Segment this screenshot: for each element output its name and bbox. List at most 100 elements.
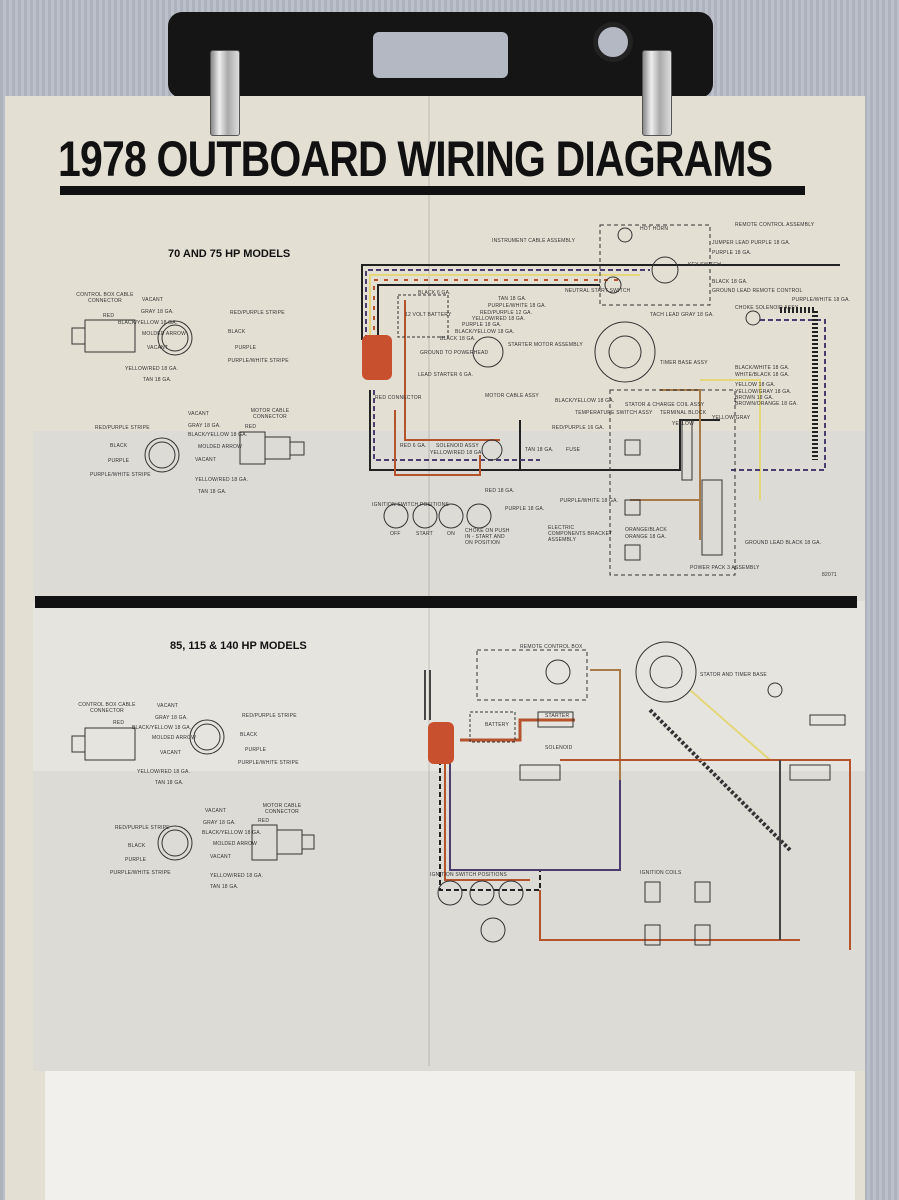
wiring-label: BLACK 18 GA. xyxy=(712,279,748,285)
hanger-cutout xyxy=(373,32,508,78)
label: GRAY 18 GA. xyxy=(188,423,221,429)
label: GRAY 18 GA. xyxy=(203,820,236,826)
hanger-clip-left xyxy=(210,50,240,136)
label: RED xyxy=(258,818,270,824)
wiring-label: PURPLE/WHITE 18 GA. xyxy=(560,498,619,504)
ignition-off-label: OFF xyxy=(390,531,401,537)
wiring-label: TEMPERATURE SWITCH ASSY xyxy=(575,410,653,416)
wiring-label: YELLOW/RED 18 GA. xyxy=(430,450,484,456)
wiring-label: YELLOW 18 GA. xyxy=(735,382,776,388)
ignition-positions-title: IGNITION SWITCH POSITIONS xyxy=(372,502,449,508)
wiring-label: IGNITION SWITCH POSITIONS xyxy=(430,872,507,878)
wiring-label: 12 VOLT BATTERY xyxy=(405,312,452,318)
fold-line xyxy=(428,96,430,1066)
label: VACANT xyxy=(160,750,182,756)
wiring-label: BATTERY xyxy=(485,722,509,728)
wiring-label: PURPLE 18 GA. xyxy=(712,250,752,256)
wiring-label: BLACK 6 GA. xyxy=(418,290,451,296)
wiring-label: ORANGE/BLACK xyxy=(625,527,667,533)
label: MOLDED ARROW xyxy=(142,331,187,337)
label: RED xyxy=(113,720,125,726)
wiring-label: BLACK 18 GA. xyxy=(440,336,476,342)
poster-hanger xyxy=(168,12,713,98)
wiring-label: BLACK/YELLOW 18 GA. xyxy=(555,398,615,404)
label: RED/PURPLE STRIPE xyxy=(115,825,170,831)
wiring-label: HOT HORN xyxy=(640,226,669,232)
label: GRAY 18 GA. xyxy=(141,309,174,315)
label: VACANT xyxy=(205,808,227,814)
wiring-label: POWER PACK 3 ASSEMBLY xyxy=(690,565,760,571)
wiring-label: PURPLE 18 GA. xyxy=(462,322,502,328)
label: PURPLE/WHITE STRIPE xyxy=(110,870,171,876)
label: TAN 18 GA. xyxy=(198,489,227,495)
label: BLACK/YELLOW 18 GA. xyxy=(188,432,248,438)
poster-title: 1978 OUTBOARD WIRING DIAGRAMS xyxy=(58,131,773,187)
label: PURPLE/WHITE STRIPE xyxy=(90,472,151,478)
label: PURPLE xyxy=(235,345,257,351)
label: VACANT xyxy=(142,297,164,303)
label: RED/PURPLE STRIPE xyxy=(242,713,297,719)
label: BLACK xyxy=(128,843,146,849)
label: YELLOW/RED 18 GA. xyxy=(125,366,179,372)
label: YELLOW/RED 18 GA. xyxy=(137,769,191,775)
label: RED/PURPLE STRIPE xyxy=(95,425,150,431)
wiring-label: YELLOW/GRAY xyxy=(712,415,751,421)
wiring-label: GROUND LEAD BLACK 18 GA. xyxy=(745,540,822,546)
label: RED xyxy=(103,313,115,319)
wiring-label: PURPLE/WHITE 18 GA. xyxy=(488,303,547,309)
wiring-label: REMOTE CONTROL ASSEMBLY xyxy=(735,222,815,228)
label: VACANT xyxy=(210,854,232,860)
title-underline xyxy=(60,186,805,195)
label: PURPLE/WHITE STRIPE xyxy=(228,358,289,364)
wiring-label: TACH LEAD GRAY 18 GA. xyxy=(650,312,714,318)
label: GRAY 18 GA. xyxy=(155,715,188,721)
wiring-label: REMOTE CONTROL BOX xyxy=(520,644,583,650)
wiring-label: RED 6 GA. xyxy=(400,443,427,449)
wiring-label: BLACK/WHITE 18 GA. xyxy=(735,365,790,371)
label: BLACK/YELLOW 18 GA. xyxy=(118,320,178,326)
hanger-hook xyxy=(593,22,633,62)
label: VACANT xyxy=(147,345,169,351)
ignition-start-label: START xyxy=(416,531,433,537)
wiring-poster xyxy=(5,96,865,1200)
wiring-label: INSTRUMENT CABLE ASSEMBLY xyxy=(492,238,576,244)
wiring-label: CHOKE SOLENOID ASSY xyxy=(735,305,799,311)
wiring-label: SOLENOID xyxy=(545,745,573,751)
wiring-label: RED CONNECTOR xyxy=(375,395,422,401)
wiring-label: JUMPER LEAD PURPLE 18 GA. xyxy=(712,240,791,246)
label: BLACK xyxy=(110,443,128,449)
label: CONTROL BOX CABLE CONNECTOR xyxy=(76,292,134,304)
top-section-heading: 70 AND 75 HP MODELS xyxy=(168,248,291,260)
label: YELLOW/RED 18 GA. xyxy=(210,873,264,879)
wiring-label: FUSE xyxy=(566,447,581,453)
wiring-label: RED 18 GA. xyxy=(485,488,515,494)
label: CONTROL BOX CABLE CONNECTOR xyxy=(78,702,136,714)
wiring-label: RED/PURPLE 16 GA. xyxy=(552,425,605,431)
label: PURPLE xyxy=(245,747,267,753)
wiring-label: TIMER BASE ASSY xyxy=(660,360,708,366)
wiring-label: ORANGE 18 GA. xyxy=(625,534,667,540)
wiring-label: WHITE/BLACK 18 GA. xyxy=(735,372,790,378)
hanger-clip-right xyxy=(642,50,672,136)
bottom-section-heading: 85, 115 & 140 HP MODELS xyxy=(170,640,307,652)
wiring-label: RED/PURPLE 12 GA. xyxy=(480,310,533,316)
wiring-label: BROWN/ORANGE 18 GA. xyxy=(735,401,798,407)
label: BLACK/YELLOW 18 GA. xyxy=(202,830,262,836)
wiring-label: STATOR & CHARGE COIL ASSY xyxy=(625,402,705,408)
poster-bottom-flap xyxy=(45,1071,855,1200)
wiring-label: ELECTRIC COMPONENTS BRACKET ASSEMBLY xyxy=(548,525,613,543)
wiring-label: BLACK/YELLOW 18 GA. xyxy=(455,329,515,335)
wiring-label: STATOR AND TIMER BASE xyxy=(700,672,767,678)
wiring-label: TAN 18 GA. xyxy=(498,296,527,302)
label: BLACK xyxy=(240,732,258,738)
label: MOTOR CABLE CONNECTOR xyxy=(262,803,302,815)
red-connector-bottom xyxy=(428,722,454,764)
wiring-label: IGNITION COILS xyxy=(640,870,682,876)
label: TAN 18 GA. xyxy=(155,780,184,786)
doc-code: 82071 xyxy=(822,572,837,578)
label: VACANT xyxy=(188,411,210,417)
ignition-choke-label: CHOKE ON PUSH IN - START AND ON POSITION xyxy=(465,528,510,546)
wiring-label: PURPLE 18 GA. xyxy=(505,506,545,512)
wiring-label: YELLOW/RED 18 GA. xyxy=(472,316,526,322)
